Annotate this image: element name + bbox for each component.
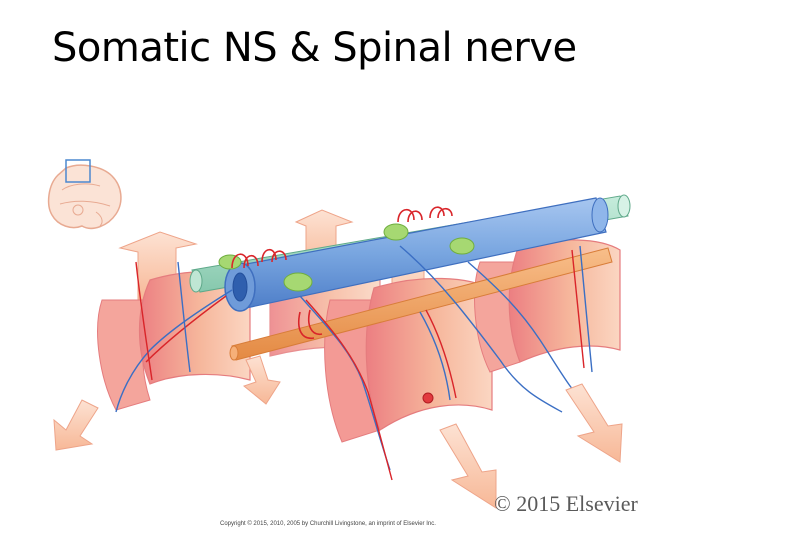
elsevier-watermark: © 2015 Elsevier <box>494 491 638 516</box>
embryo-inset-icon <box>47 159 122 230</box>
nerve-point <box>422 392 434 404</box>
spinal-nerves <box>115 245 593 481</box>
dorsal-root-ganglia <box>218 223 475 292</box>
ventral-arrows <box>53 355 623 509</box>
location-box-icon <box>65 159 91 183</box>
nerve-loops <box>231 206 453 339</box>
copyright-line: Copyright © 2015, 2010, 2005 by Churchil… <box>220 521 436 527</box>
slide-title: Somatic NS & Spinal nerve <box>52 25 577 71</box>
neural-tube <box>224 197 609 312</box>
notochord <box>229 247 613 361</box>
